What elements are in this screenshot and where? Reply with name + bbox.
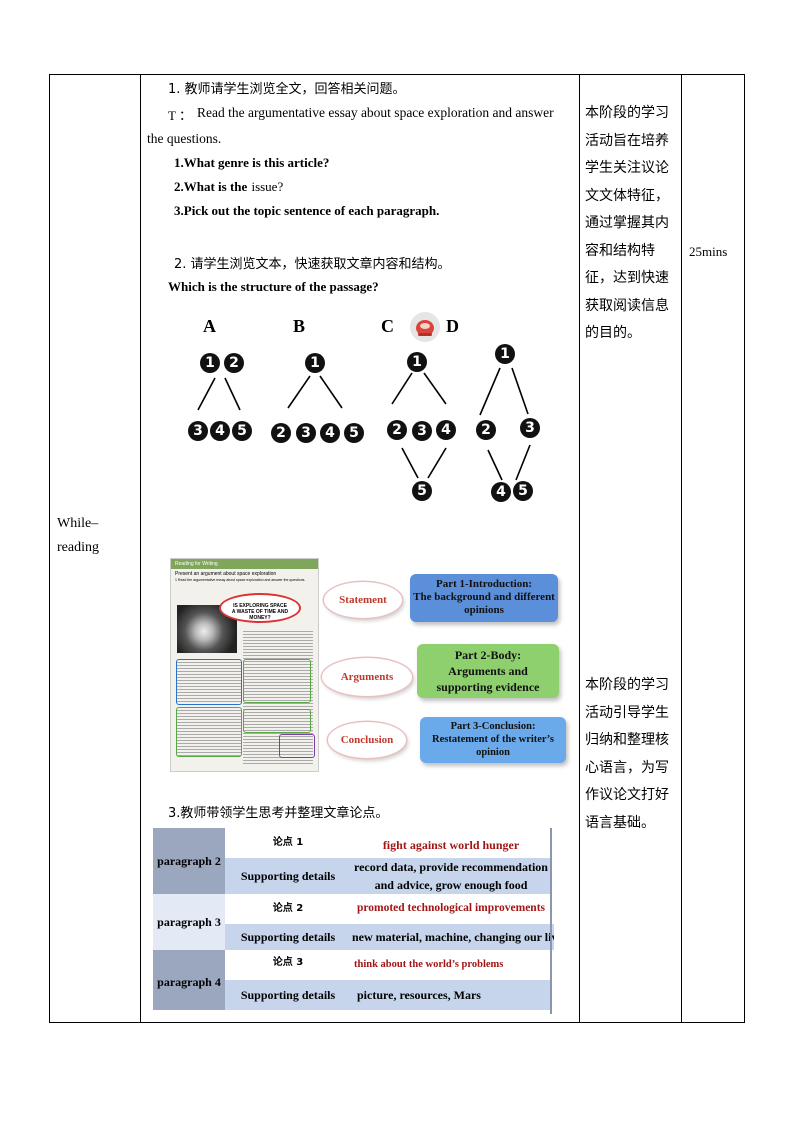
step2-question: Which is the structure of the passage? (168, 279, 379, 294)
part-3-box: Part 3-Conclusion: Restatement of the wr… (420, 717, 566, 763)
option-c-label: C (381, 316, 394, 336)
question-2: 2.What is the issue? (174, 179, 283, 195)
circle-number: 3 (412, 421, 432, 441)
question-2-part-a: 2.What is the (174, 179, 248, 194)
circle-number: 3 (296, 423, 316, 443)
supporting-1-line2: and advice, grow enough food (374, 878, 528, 892)
paragraph-3-cell: paragraph 3 (153, 894, 225, 950)
part-2-line3: supporting evidence (436, 680, 540, 694)
point-1-value: fight against world hunger (351, 828, 551, 858)
textbook-highlight-purple (279, 734, 315, 758)
conclusion-oval: Conclusion (328, 722, 406, 758)
circle-number: 2 (271, 423, 291, 443)
step1-teacher-prefix: T ： (168, 108, 192, 123)
circle-number: 5 (412, 481, 432, 501)
statement-oval: Statement (324, 582, 402, 618)
stage-label: While– reading (57, 512, 99, 560)
part-2-title: Part 2-Body: (454, 648, 522, 662)
table-left-border (49, 74, 50, 1023)
circle-number: 4 (436, 420, 456, 440)
circle-number: 4 (320, 423, 340, 443)
table-right-border (744, 74, 745, 1023)
textbook-page-image: Reading for Writing Present an argument … (170, 558, 319, 772)
table-bottom-line (153, 1010, 551, 1014)
part-1-line3: opinions (464, 604, 504, 616)
supporting-1-value: record data, provide recommendation and … (351, 858, 551, 894)
part-1-line2: The background and different (413, 591, 555, 603)
table-top-border (49, 74, 745, 75)
table-bottom-border (49, 1022, 745, 1023)
stage-label-line1: While– (57, 516, 99, 531)
column-divider-3 (681, 74, 682, 1023)
option-b-label: B (293, 316, 306, 336)
circle-number: 3 (188, 421, 208, 441)
circle-number: 2 (224, 353, 244, 373)
question-2-part-b: issue? (251, 179, 284, 194)
step1-instruction: 1. 教师请学生浏览全文，回答相关问题。 (168, 82, 406, 97)
column-divider-1 (140, 74, 141, 1023)
part-3-line2: Restatement of the writer’s (432, 734, 554, 745)
textbook-highlight-green-1 (243, 659, 311, 703)
paragraph-2-cell: paragraph 2 (153, 828, 225, 894)
circle-number: 5 (344, 423, 364, 443)
circle-number: 4 (491, 482, 511, 502)
circle-number: 5 (232, 421, 252, 441)
textbook-headline-line1: IS EXPLORING SPACE (233, 603, 287, 609)
textbook-subtitle: Present an argument about space explorat… (175, 571, 277, 577)
part-2-line2: Arguments and (448, 664, 528, 678)
question-1: 1.What genre is this article? (174, 155, 330, 170)
structure-diagram (197, 367, 531, 481)
arguments-oval: Arguments (322, 658, 412, 696)
note-structure: 本阶段的学习活动旨在培养学生关注议论文文体特征，通过掌握其内容和结构特征，达到快… (585, 105, 669, 341)
part-1-box: Part 1-Introduction: The background and … (410, 574, 558, 622)
textbook-headline-line2: A WASTE OF TIME AND MONEY? (231, 609, 289, 621)
textbook-highlight-green-2 (243, 709, 311, 733)
stage-label-line2: reading (57, 540, 99, 555)
part-1-title: Part 1-Introduction: (435, 578, 533, 590)
part-2-box: Part 2-Body: Arguments and supporting ev… (417, 644, 559, 698)
note-language: 本阶段的学习活动引导学生归纳和整理核心语言，为写作议论文打好语言基础。 (585, 677, 669, 831)
supporting-2-value: new material, machine, changing our live (351, 924, 554, 950)
circle-number: 1 (200, 353, 220, 373)
supporting-2-label: Supporting details (225, 924, 351, 950)
badge-icon (410, 312, 440, 342)
point-1-label: 论点 1 (225, 828, 351, 858)
part-3-line3: opinion (476, 747, 510, 758)
circle-number: 3 (520, 418, 540, 438)
column-divider-2 (579, 74, 580, 1023)
textbook-header: Reading for Writing (171, 559, 318, 569)
table-right-line (550, 828, 552, 1014)
point-3-value: think about the world’s problems (351, 950, 551, 980)
textbook-highlight-blue-1 (176, 659, 242, 705)
question-3: 3.Pick out the topic sentence of each pa… (174, 203, 440, 218)
point-2-value: promoted technological improvements (351, 894, 551, 924)
part-3-title: Part 3-Conclusion: (450, 721, 536, 732)
option-d-label: D (446, 316, 459, 336)
supporting-1-label: Supporting details (225, 858, 351, 894)
supporting-3-value: picture, resources, Mars (351, 980, 551, 1010)
textbook-text-right (243, 629, 313, 764)
step1-teacher-text-cont: the questions. (147, 131, 222, 146)
textbook-highlight-green-3 (176, 707, 242, 757)
textbook-headline: IS EXPLORING SPACE A WASTE OF TIME AND M… (219, 593, 301, 623)
point-3-label: 论点 3 (225, 950, 351, 980)
option-a-label: A (203, 316, 216, 336)
supporting-1-line1: record data, provide recommendation (354, 860, 548, 874)
circle-number: 1 (407, 352, 427, 372)
circle-number: 2 (476, 420, 496, 440)
supporting-3-label: Supporting details (225, 980, 351, 1010)
circle-number: 1 (305, 353, 325, 373)
circle-number: 5 (513, 481, 533, 501)
circle-number: 1 (495, 344, 515, 364)
circle-number: 4 (210, 421, 230, 441)
step1-teacher-text: Read the argumentative essay about space… (197, 105, 554, 120)
circle-number: 2 (387, 420, 407, 440)
point-2-label: 论点 2 (225, 894, 351, 924)
time-value: 25mins (689, 244, 728, 259)
paragraph-4-cell: paragraph 4 (153, 950, 225, 1014)
step2-instruction: 2. 请学生浏览文本，快速获取文章内容和结构。 (174, 257, 451, 272)
points-table: paragraph 2 paragraph 3 paragraph 4 论点 1… (153, 828, 554, 1014)
step3-instruction: 3.教师带领学生思考并整理文章论点。 (168, 806, 389, 821)
textbook-instruction: 1 Read the argumentative essay about spa… (175, 578, 306, 582)
